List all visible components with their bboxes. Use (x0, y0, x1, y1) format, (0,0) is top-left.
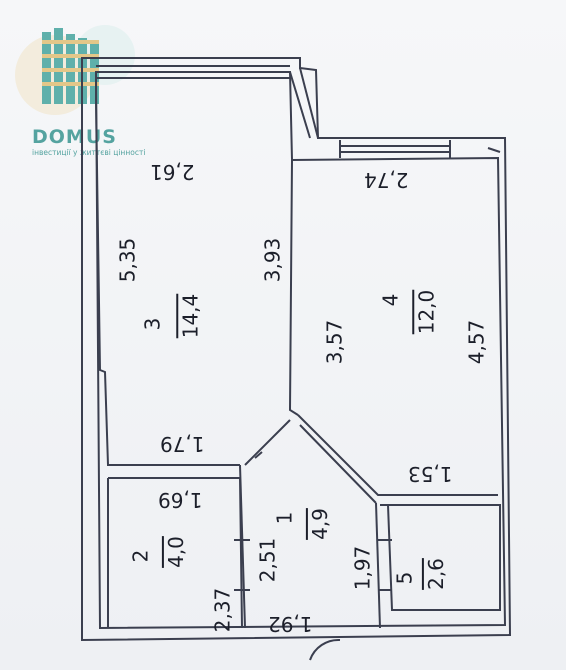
room3-area: 14,4 (178, 293, 203, 339)
outer-wall-inner (94, 71, 507, 630)
corridor-wall-right (299, 424, 377, 504)
room5-number: 5 (392, 571, 417, 585)
room2-dim-side: 2,37 (210, 587, 235, 633)
wall-room3-room4 (288, 159, 299, 416)
logo-wordmark: DOMUS (32, 126, 117, 148)
room3-dim-side: 5,35 (115, 237, 140, 283)
room2-dim-bottom: 1,92 (268, 612, 313, 636)
room4-dim-top: 2,74 (364, 168, 409, 192)
room1-area: 4,9 (307, 508, 332, 540)
entry-door (309, 638, 341, 661)
wall-room4-bottom (297, 414, 498, 496)
room4-dim-right: 4,57 (464, 319, 489, 365)
room1-dim-wall: 3,93 (260, 237, 285, 283)
logo-tagline: інвестиції у життєві цінності (32, 148, 146, 157)
room3-number: 3 (140, 317, 165, 331)
room5-area: 2,6 (423, 558, 448, 590)
room2-dim-top: 1,69 (158, 488, 203, 512)
room4-area: 12,0 (414, 289, 439, 335)
room4-dim-left: 3,57 (322, 319, 347, 365)
room2-area: 4,0 (163, 536, 188, 568)
room3-dim-bottom: 1,79 (160, 432, 205, 456)
room1-dim-right: 1,97 (350, 545, 375, 591)
room3-dim-top: 2,61 (150, 160, 195, 184)
room2-number: 2 (128, 549, 153, 563)
room1-number: 1 (272, 511, 297, 525)
room3-wall (95, 99, 240, 466)
room1-dim-left: 2,51 (255, 537, 280, 583)
room5-wall (380, 504, 501, 611)
room4-number: 4 (378, 293, 403, 307)
room4-dim-bottom: 1,53 (408, 462, 453, 486)
corridor-wall-left (244, 419, 291, 466)
